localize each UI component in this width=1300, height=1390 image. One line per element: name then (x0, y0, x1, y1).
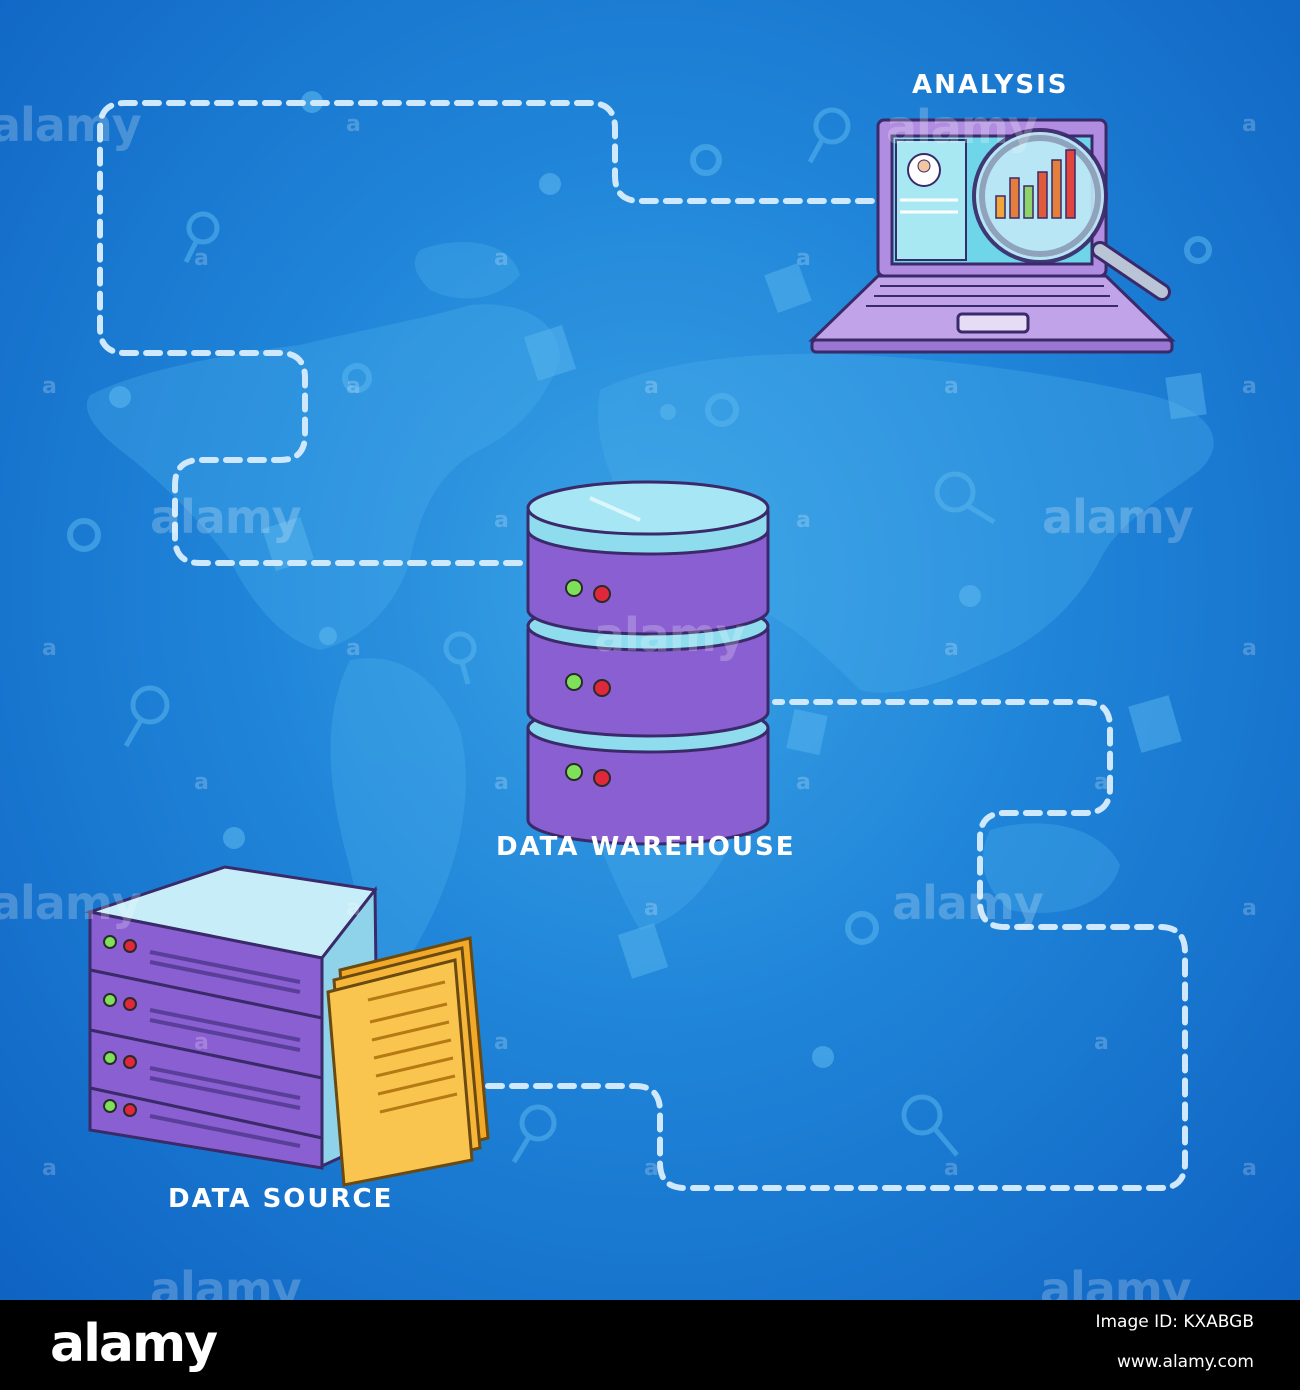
footer-url: www.alamy.com (1116, 1352, 1254, 1372)
footer-logo: alamy (50, 1314, 218, 1374)
background-document-icons (262, 263, 1207, 979)
watermark-letter: a (346, 636, 361, 661)
watermark-letter: a (194, 770, 209, 795)
background-magnifier-icons (123, 107, 996, 1164)
watermark-letter: a (494, 1030, 509, 1055)
footer-image-id: Image ID: KXABGB (1095, 1312, 1254, 1332)
stock-footer-bar: alamy Image ID: KXABGB www.alamy.com (0, 1300, 1300, 1390)
watermark-letter: a (346, 112, 361, 137)
watermark-letter: a (1094, 1030, 1109, 1055)
watermark-letter: a (1242, 636, 1257, 661)
watermark: alamy (892, 876, 1044, 930)
diagram-artwork (67, 91, 1214, 1191)
analysis-label: ANALYSIS (912, 70, 1069, 100)
watermark-letter: a (644, 896, 659, 921)
watermark: alamy (150, 1262, 302, 1300)
data-warehouse-icon (526, 480, 770, 846)
watermark-letter: a (494, 770, 509, 795)
watermark-letter: a (346, 896, 361, 921)
watermark: alamy (594, 608, 746, 662)
watermark-letter: a (944, 636, 959, 661)
watermark-letter: a (644, 374, 659, 399)
watermark-letter: a (796, 770, 811, 795)
magnifier-chart-icon (972, 128, 1171, 301)
watermark-letter: a (1242, 374, 1257, 399)
watermark-letter: a (944, 1156, 959, 1181)
watermark: alamy (886, 100, 1038, 154)
watermark-letter: a (1242, 896, 1257, 921)
watermark: alamy (0, 98, 142, 152)
connector-source-to-warehouse (485, 699, 1188, 1191)
watermark: alamy (1042, 490, 1194, 544)
data-source-documents-icon (326, 936, 490, 1187)
watermark-letter: a (944, 374, 959, 399)
background-gear-icons (67, 144, 1212, 945)
watermark-letter: a (1094, 770, 1109, 795)
watermark-letter: a (346, 374, 361, 399)
watermark: alamy (0, 876, 142, 930)
watermark: alamy (150, 490, 302, 544)
data-source-label: DATA SOURCE (168, 1184, 394, 1214)
watermark-letter: a (42, 636, 57, 661)
data-warehouse-label: DATA WAREHOUSE (496, 832, 796, 862)
watermark-letter: a (494, 246, 509, 271)
watermark-letter: a (494, 508, 509, 533)
watermark-letter: a (796, 246, 811, 271)
watermark-letter: a (1242, 112, 1257, 137)
diagram-canvas: alamy alamy alamy alamy alamy alamy alam… (0, 0, 1300, 1300)
watermark-letter: a (796, 508, 811, 533)
watermark: alamy (1040, 1262, 1192, 1300)
watermark-letter: a (194, 1030, 209, 1055)
watermark-letter: a (644, 1156, 659, 1181)
watermark-letter: a (42, 374, 57, 399)
watermark-letter: a (42, 1156, 57, 1181)
watermark-letter: a (1242, 1156, 1257, 1181)
watermark-letter: a (194, 246, 209, 271)
connector-warehouse-to-analysis (97, 100, 893, 566)
